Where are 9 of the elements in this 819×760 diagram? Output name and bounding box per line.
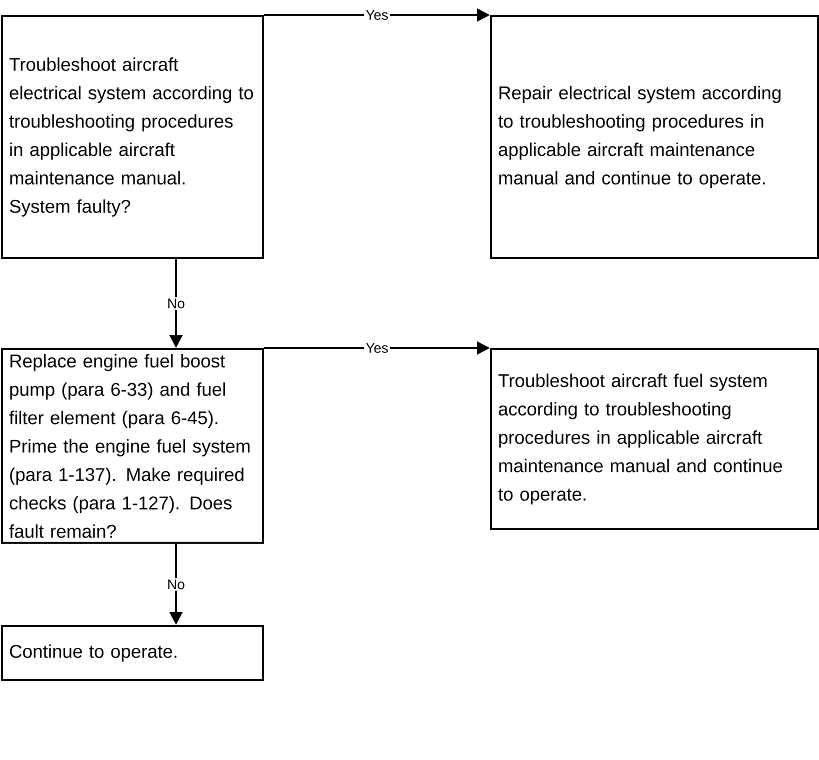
edge-label: Yes	[364, 8, 390, 22]
process-box: Continue to operate.	[1, 625, 264, 681]
edge-label: No	[166, 297, 186, 310]
edge-label: No	[166, 578, 186, 591]
edge-label: Yes	[364, 342, 390, 354]
process-box: Replace engine fuel boost pump (para 6-33) and fuel filter element (para 6-45). Prime the engine fuel system (para 1-137). Make required checks (para 1-127). Does fault remain?	[1, 348, 264, 544]
process-box: Troubleshoot aircraft fuel system according to troubleshooting procedures in applicable aircraft maintenance manual and continue to operate.	[490, 348, 819, 530]
process-box: Repair electrical system according to troubleshooting procedures in applicable aircraft maintenance manual and continue to operate.	[490, 15, 819, 259]
process-box: Troubleshoot aircraft electrical system according to troubleshooting procedures in applicable aircraft maintenance manual. System faulty?	[1, 15, 264, 259]
